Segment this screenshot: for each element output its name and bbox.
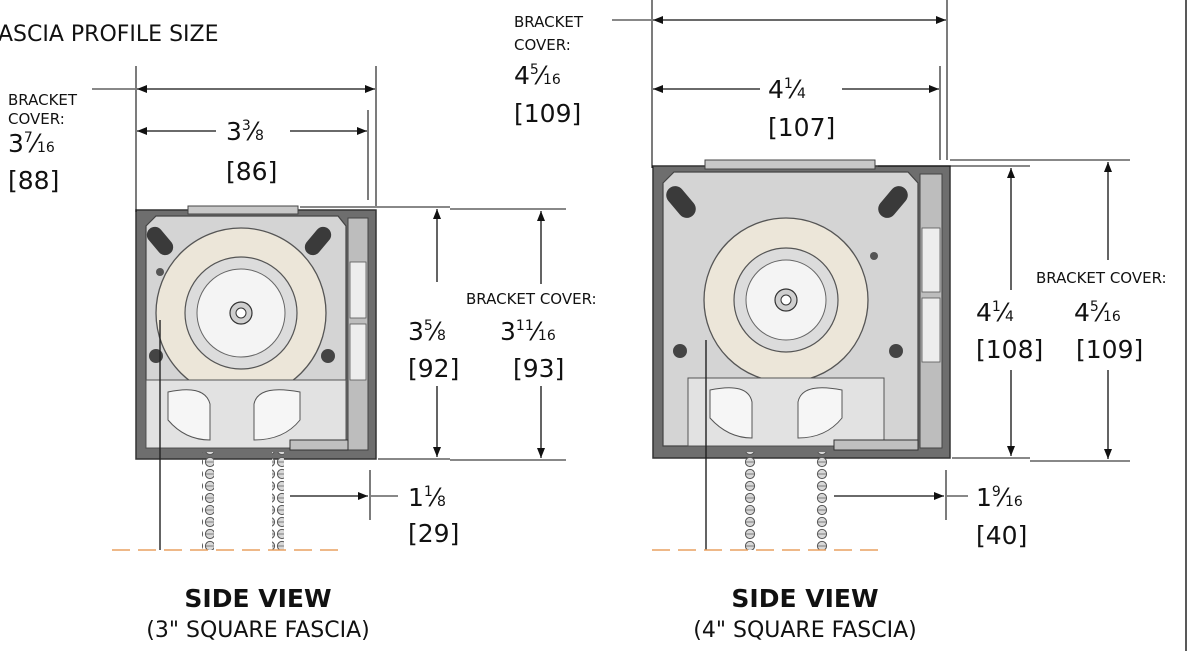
bracket-cover-width-value-4in: 45⁄16 bbox=[514, 61, 561, 90]
height-mm: [92] bbox=[408, 354, 459, 383]
bracket-cover-label-l1: BRACKET bbox=[8, 91, 78, 109]
bracket-cover-height-value: 311⁄16 bbox=[500, 317, 556, 346]
bracket-cover-height-value-4in: 45⁄16 bbox=[1074, 298, 1121, 327]
width-value-4in: 41⁄4 bbox=[768, 75, 806, 104]
projection-value-4in: 19⁄16 bbox=[976, 483, 1023, 512]
page-heading: ASCIA PROFILE SIZE bbox=[0, 22, 219, 47]
side-view-subtitle-4in: (4" SQUARE FASCIA) bbox=[693, 618, 916, 643]
bracket-cover-label-l1-4in: BRACKET bbox=[514, 13, 584, 31]
bracket-cover-width-value: 37⁄16 bbox=[8, 129, 55, 158]
bracket-cover-width-mm: [88] bbox=[8, 166, 59, 195]
bracket-cover-height-mm-4in: [109] bbox=[1076, 335, 1143, 364]
bracket-cover-height-label-4in: BRACKET COVER: bbox=[1036, 269, 1167, 287]
bracket-cover-label-l2-4in: COVER: bbox=[514, 36, 571, 54]
width-value: 33⁄8 bbox=[226, 117, 264, 146]
housing-4in bbox=[652, 159, 951, 551]
projection-value: 11⁄8 bbox=[408, 483, 446, 512]
bracket-cover-width-mm-4in: [109] bbox=[514, 99, 581, 128]
side-view-title-3in: SIDE VIEW bbox=[184, 584, 331, 613]
projection-mm: [29] bbox=[408, 519, 459, 548]
bracket-cover-label-l2: COVER: bbox=[8, 110, 65, 128]
height-value-4in: 41⁄4 bbox=[976, 298, 1014, 327]
side-view-subtitle-3in: (3" SQUARE FASCIA) bbox=[146, 618, 369, 643]
width-mm-4in: [107] bbox=[768, 113, 835, 142]
side-view-title-4in: SIDE VIEW bbox=[731, 584, 878, 613]
bracket-cover-height-mm: [93] bbox=[513, 354, 564, 383]
height-mm-4in: [108] bbox=[976, 335, 1043, 364]
height-value: 35⁄8 bbox=[408, 317, 446, 346]
projection-mm-4in: [40] bbox=[976, 521, 1027, 550]
width-mm: [86] bbox=[226, 157, 277, 186]
housing-3in bbox=[112, 205, 377, 551]
bracket-cover-height-label: BRACKET COVER: bbox=[466, 290, 597, 308]
